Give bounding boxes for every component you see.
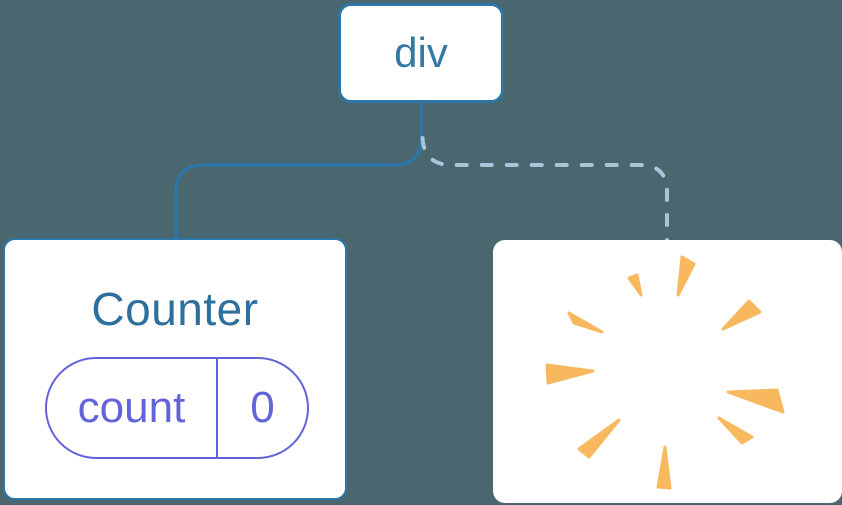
state-value: 0 <box>250 383 275 432</box>
state-key-label: count <box>47 359 218 457</box>
poof-ray <box>567 311 604 334</box>
poof-ray <box>717 416 754 445</box>
poof-ray <box>676 255 696 297</box>
poof-ray <box>577 418 621 459</box>
poof-ray <box>545 363 595 385</box>
node-div-label: div <box>394 29 448 76</box>
poof-ray <box>627 273 643 297</box>
node-div: div <box>338 3 504 103</box>
poof-ray <box>726 388 785 414</box>
node-removed <box>493 240 842 503</box>
poof-ray <box>656 445 672 490</box>
state-pill: count 0 <box>45 357 309 459</box>
poof-ray <box>721 299 762 331</box>
node-counter: Counter count 0 <box>3 238 347 500</box>
counter-title: Counter <box>91 283 259 335</box>
poof-burst-icon <box>545 255 785 490</box>
edge-div-to-removed <box>420 136 669 243</box>
edge-div-to-counter <box>174 101 424 239</box>
